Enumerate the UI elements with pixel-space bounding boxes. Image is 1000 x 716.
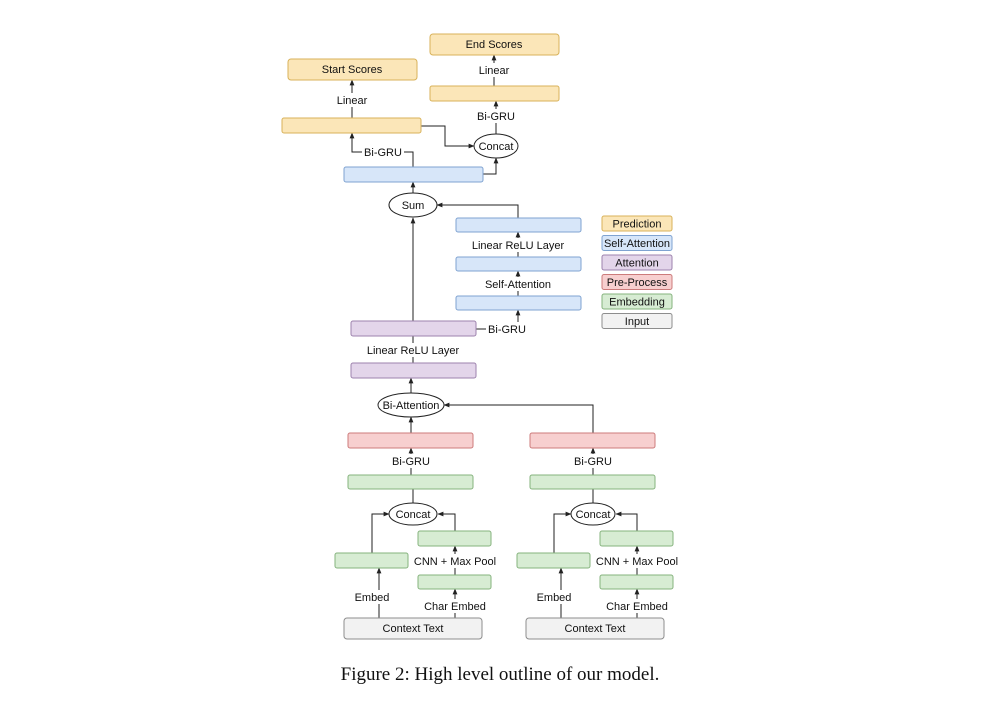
bi-attention-label: Bi-Attention: [383, 400, 440, 412]
pre-process-bar-right: [529, 432, 656, 449]
linear-relu-attn-label: Linear ReLU Layer: [367, 345, 460, 357]
context-text-left-box: [343, 617, 483, 640]
legend-swatch-input: [601, 313, 673, 329]
char-embed-left-label: Char Embed: [424, 601, 486, 613]
edge-cnn-left-to-concat: [437, 511, 456, 531]
char-embed-bar-right: [599, 574, 674, 590]
edge-embed-left-to-concat: [371, 511, 390, 553]
context-text-right-box: [525, 617, 665, 640]
legend-label-prediction: Prediction: [613, 219, 662, 231]
linear-relu-self-label: Linear ReLU Layer: [472, 240, 565, 252]
end-scores-label: End Scores: [466, 39, 523, 51]
char-embed-right-label: Char Embed: [606, 601, 668, 613]
bigru-right-label: Bi-GRU: [574, 456, 612, 468]
labeled-boxes: End Scores Start Scores Context Text Con…: [287, 33, 665, 640]
concat-top-node: [473, 133, 519, 159]
self-attention-bar-3: [455, 217, 582, 233]
self-attention-bar-1: [455, 295, 582, 311]
figure-caption: Figure 2: High level outline of our mode…: [340, 664, 660, 685]
legend-label-input: Input: [625, 316, 649, 328]
word-embed-bar-right: [516, 552, 591, 569]
edge-cnn-right-to-concat: [615, 511, 638, 531]
pre-process-bar-left: [347, 432, 474, 449]
legend-swatch-pre-process: [601, 274, 673, 290]
embedding-bar-right: [529, 474, 656, 490]
ellipse-nodes: Concat Sum Bi-Attention Concat Concat: [377, 133, 616, 526]
legend-swatch-attention: [601, 254, 673, 271]
concat-right-node: [570, 502, 616, 526]
legend-swatch-embedding: [601, 293, 673, 310]
bigru-start-label: Bi-GRU: [364, 147, 402, 159]
cnn-output-bar-left: [417, 530, 492, 547]
cnn-left-label: CNN + Max Pool: [414, 556, 496, 568]
edge-startbar-to-concat: [421, 125, 475, 149]
legend-label-pre-process: Pre-Process: [607, 277, 668, 289]
edge-top-to-concat: [483, 157, 499, 175]
word-embed-bar-left: [334, 552, 409, 569]
sum-label: Sum: [402, 200, 425, 212]
bigru-end-label: Bi-GRU: [477, 111, 515, 123]
end-scores-box: [429, 33, 560, 56]
self-attention-output-bar: [343, 166, 484, 183]
legend-label-self-attention: Self-Attention: [604, 238, 670, 250]
edge-sa3-to-sum: [436, 202, 519, 218]
context-text-left-label: Context Text: [383, 623, 444, 635]
bigru-left-label: Bi-GRU: [392, 456, 430, 468]
legend-swatch-prediction: [601, 215, 673, 232]
layers: [281, 85, 674, 590]
embed-left-label: Embed: [355, 592, 390, 604]
concat-left-label: Concat: [396, 509, 431, 521]
legend-label-embedding: Embedding: [609, 297, 665, 309]
end-prediction-bar: [429, 85, 560, 102]
embedding-bar-left: [347, 474, 474, 490]
linear-start-label: Linear: [337, 95, 368, 107]
bi-attention-node: [377, 392, 445, 418]
self-attention-bar-2: [455, 256, 582, 272]
start-scores-label: Start Scores: [322, 64, 383, 76]
edge-pre-right-to-biattn: [443, 402, 594, 433]
context-text-right-label: Context Text: [565, 623, 626, 635]
attention-bar-2: [350, 320, 477, 337]
edge-embed-right-to-concat: [553, 511, 572, 553]
linear-end-label: Linear: [479, 65, 510, 77]
start-prediction-bar: [281, 117, 422, 134]
concat-left-node: [388, 502, 438, 526]
cnn-right-label: CNN + Max Pool: [596, 556, 678, 568]
legend-label-attention: Attention: [615, 258, 658, 270]
sum-node: [388, 192, 438, 218]
attention-bar-1: [350, 362, 477, 379]
edge-labels: Linear Linear Bi-GRU Bi-GRU Linear ReLU …: [332, 63, 679, 613]
concat-top-label: Concat: [479, 141, 514, 153]
bigru-self-label: Bi-GRU: [488, 324, 526, 336]
start-scores-box: [287, 58, 418, 81]
embed-right-label: Embed: [537, 592, 572, 604]
legend-swatch-self-attention: [601, 235, 673, 251]
legend: PredictionSelf-AttentionAttentionPre-Pro…: [601, 215, 673, 329]
cnn-output-bar-right: [599, 530, 674, 547]
char-embed-bar-left: [417, 574, 492, 590]
self-attention-label: Self-Attention: [485, 279, 551, 291]
concat-right-label: Concat: [576, 509, 611, 521]
